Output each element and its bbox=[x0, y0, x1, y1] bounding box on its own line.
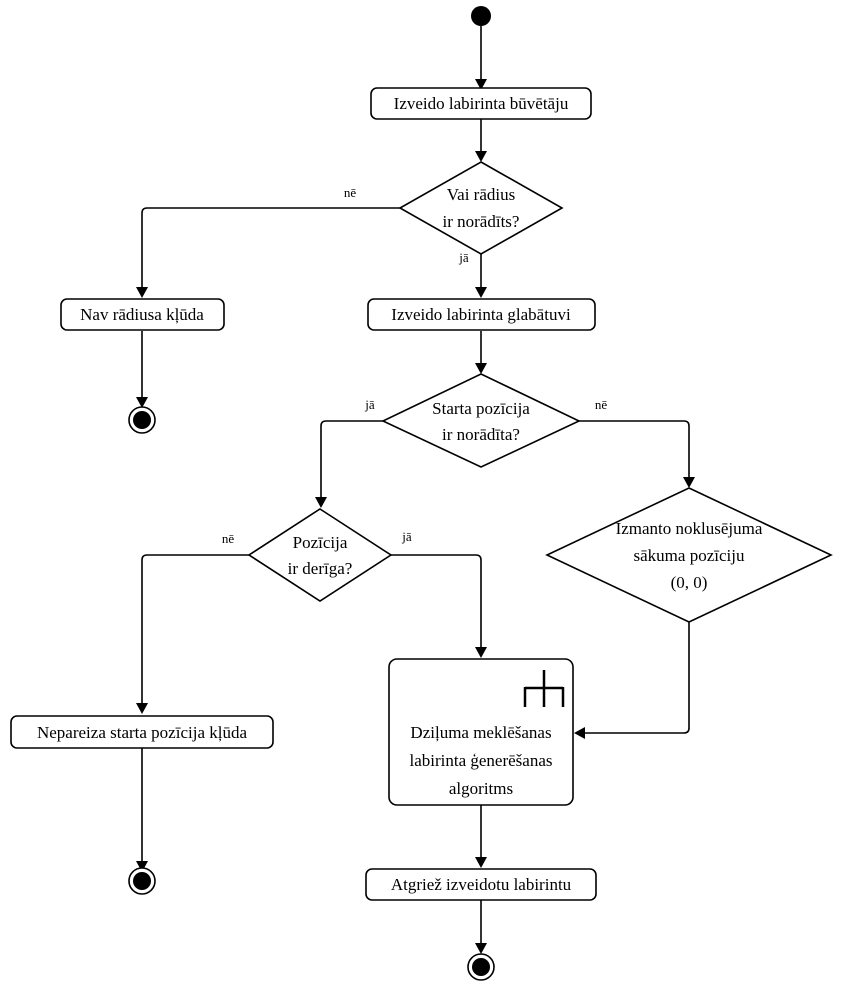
action-line-3: algoritms bbox=[449, 779, 513, 798]
default-line-2: sākuma pozīciju bbox=[634, 546, 745, 565]
edge-valid-no bbox=[141, 554, 249, 704]
final-node-main bbox=[467, 953, 495, 981]
action-create-storage: Izveido labirinta glabātuvi bbox=[367, 298, 596, 331]
default-line-1: Izmanto noklusējuma bbox=[616, 519, 763, 538]
arrowhead bbox=[136, 287, 148, 298]
action-line-1: Dziļuma meklēšanas bbox=[410, 723, 551, 742]
default-line-3: (0, 0) bbox=[671, 573, 708, 592]
rake-icon bbox=[523, 670, 565, 707]
decision-line-2: ir norādīts? bbox=[443, 212, 520, 231]
default-start-position: Izmanto noklusējuma sākuma pozīciju (0, … bbox=[545, 487, 833, 623]
decision-line-1: Vai rādius bbox=[447, 185, 515, 204]
arrowhead bbox=[136, 703, 148, 714]
action-invalid-start-error: Nepareiza starta pozīcija kļūda bbox=[10, 715, 274, 749]
edge-default-to-dfs bbox=[584, 622, 690, 734]
arrowhead bbox=[315, 497, 327, 508]
arrowhead bbox=[475, 79, 487, 90]
edge-label-startpos-yes: jā bbox=[364, 397, 375, 412]
arrowhead bbox=[136, 861, 148, 872]
action-label: Izveido labirinta glabātuvi bbox=[391, 305, 571, 324]
edge-startpos-yes bbox=[320, 420, 383, 498]
final-node-invalid-start bbox=[128, 867, 156, 895]
action-create-builder: Izveido labirinta būvētāju bbox=[370, 87, 592, 120]
call-action-dfs-algorithm: Dziļuma meklēšanas labirinta ģenerēšanas… bbox=[388, 658, 574, 806]
decision-radius: Vai rādius ir norādīts? bbox=[398, 161, 564, 255]
arrowhead bbox=[475, 857, 487, 868]
decision-position-valid: Pozīcija ir derīga? bbox=[247, 508, 393, 602]
decision-line-2: ir derīga? bbox=[288, 559, 353, 578]
decision-line-1: Starta pozīcija bbox=[432, 399, 530, 418]
action-label: Nepareiza starta pozīcija kļūda bbox=[37, 723, 247, 742]
arrowhead bbox=[683, 477, 695, 488]
action-label: Nav rādiusa kļūda bbox=[80, 305, 204, 324]
edge-startpos-no bbox=[579, 420, 690, 478]
initial-node bbox=[471, 6, 491, 26]
edge-label-valid-no: nē bbox=[222, 531, 235, 546]
action-label: Atgriež izveidotu labirintu bbox=[391, 875, 572, 894]
edge-label-valid-yes: jā bbox=[401, 529, 412, 544]
decision-line-2: ir norādīta? bbox=[442, 425, 520, 444]
action-no-radius-error: Nav rādiusa kļūda bbox=[60, 298, 225, 331]
arrowhead bbox=[475, 943, 487, 954]
arrowhead bbox=[136, 397, 148, 408]
arrowhead bbox=[475, 647, 487, 658]
decision-start-position: Starta pozīcija ir norādīta? bbox=[381, 373, 581, 468]
edge-radius-no bbox=[141, 207, 400, 288]
edge-valid-yes bbox=[391, 554, 482, 648]
action-label: Izveido labirinta būvētāju bbox=[394, 94, 569, 113]
arrowhead bbox=[574, 727, 585, 739]
edge-label-radius-yes: jā bbox=[458, 250, 469, 265]
decision-line-1: Pozīcija bbox=[293, 533, 348, 552]
action-return-maze: Atgriež izveidotu labirintu bbox=[365, 868, 597, 901]
action-line-2: labirinta ģenerēšanas bbox=[409, 751, 552, 770]
arrowhead bbox=[475, 151, 487, 162]
edge-label-startpos-no: nē bbox=[595, 397, 608, 412]
edge-label-radius-no: nē bbox=[344, 185, 357, 200]
arrowhead bbox=[475, 287, 487, 298]
final-node-no-radius bbox=[128, 406, 156, 434]
arrowhead bbox=[475, 363, 487, 374]
